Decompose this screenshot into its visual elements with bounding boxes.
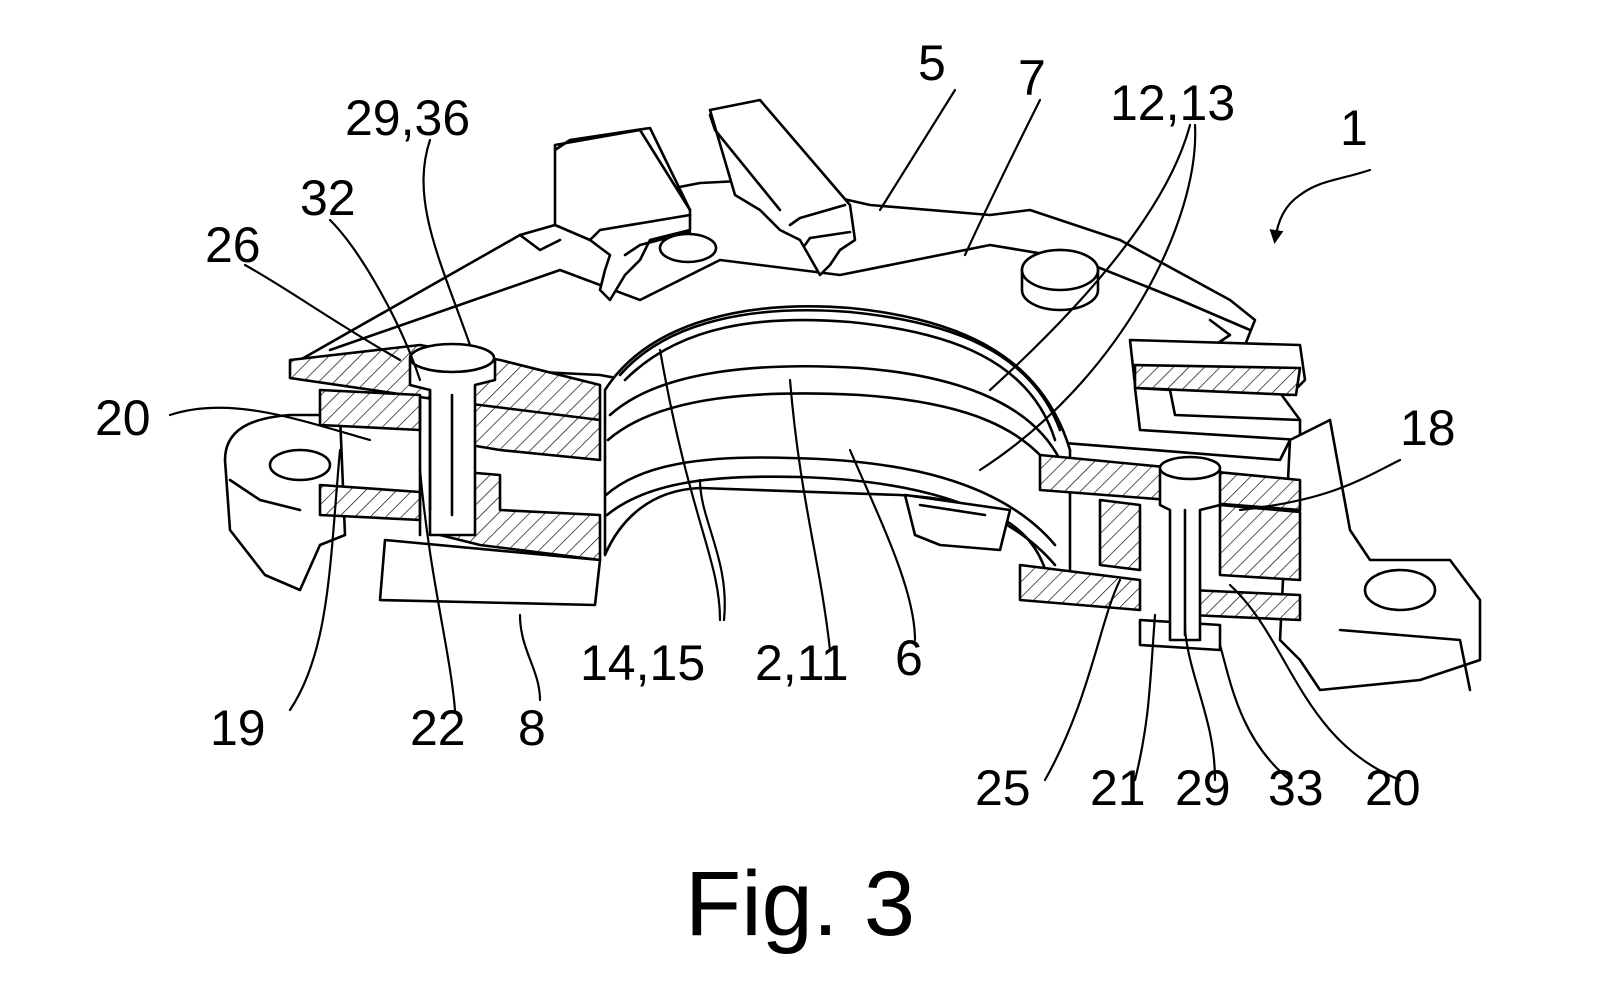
label-33: 33	[1268, 760, 1324, 816]
leader-lines	[168, 88, 1402, 782]
label-8: 8	[518, 700, 546, 756]
label-22: 22	[410, 700, 466, 756]
label-18: 18	[1400, 400, 1456, 456]
label-25: 25	[975, 760, 1031, 816]
label-29: 29	[1175, 760, 1231, 816]
label-7: 7	[1018, 50, 1046, 106]
label-5: 5	[918, 35, 946, 91]
label-19: 19	[210, 700, 266, 756]
upper-pin-head	[1020, 248, 1100, 312]
right-clip-block	[1128, 338, 1307, 442]
label-6: 6	[895, 630, 923, 686]
lower-bracket	[903, 493, 1012, 552]
right-section	[1018, 453, 1302, 652]
label-20-right: 20	[1365, 760, 1421, 816]
label-2-11: 2,11	[755, 635, 849, 691]
label-32: 32	[300, 170, 356, 226]
label-14-15: 14,15	[580, 635, 705, 691]
left-flange	[223, 413, 347, 592]
upper-right-clip	[708, 98, 857, 277]
figure-caption: Fig. 3	[685, 853, 915, 955]
reference-arrow	[1269, 168, 1372, 244]
label-1: 1	[1340, 100, 1368, 156]
right-flange	[1278, 418, 1482, 692]
label-21: 21	[1090, 760, 1146, 816]
reference-labels: 5 7 12,13 1 29,36 32 26 20 18 19 22 8 14…	[95, 35, 1456, 816]
label-20-left: 20	[95, 390, 151, 446]
label-29-36: 29,36	[345, 90, 470, 146]
label-12-13: 12,13	[1110, 75, 1235, 131]
label-26: 26	[205, 217, 261, 273]
left-upper-clip	[553, 126, 718, 302]
